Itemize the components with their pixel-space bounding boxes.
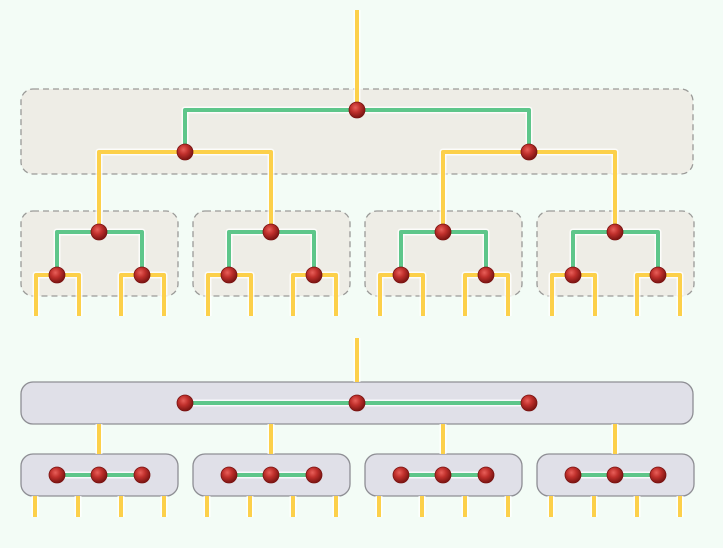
chain-node-leaf: [305, 466, 323, 484]
tree-node-mid: [520, 143, 538, 161]
tree-node-leaf: [220, 266, 238, 284]
chain-node-leaf: [477, 466, 495, 484]
nodes-layer: [48, 101, 667, 484]
tree-node-leaf: [564, 266, 582, 284]
chain-node-leaf: [606, 466, 624, 484]
chain-node-leaf: [48, 466, 66, 484]
chain-node-root: [520, 394, 538, 412]
tree-node-mid: [176, 143, 194, 161]
chain-node-leaf: [220, 466, 238, 484]
chain-node-root: [176, 394, 194, 412]
chain-node-leaf: [133, 466, 151, 484]
tree-node-leaf: [392, 266, 410, 284]
tree-node-leaf: [48, 266, 66, 284]
tree-node-root: [348, 101, 366, 119]
tree-node-leaf: [133, 266, 151, 284]
chain-node-leaf: [649, 466, 667, 484]
tree-node-leaf-parent: [606, 223, 624, 241]
chain-node-leaf: [434, 466, 452, 484]
chain-node-leaf: [392, 466, 410, 484]
tree-node-leaf: [477, 266, 495, 284]
tree-node-leaf: [305, 266, 323, 284]
tree-node-leaf-parent: [90, 223, 108, 241]
chain-node-leaf: [90, 466, 108, 484]
chain-node-root: [348, 394, 366, 412]
chain-node-leaf: [564, 466, 582, 484]
tree-node-leaf-parent: [262, 223, 280, 241]
chain-node-leaf: [262, 466, 280, 484]
tree-node-leaf: [649, 266, 667, 284]
tree-node-leaf-parent: [434, 223, 452, 241]
